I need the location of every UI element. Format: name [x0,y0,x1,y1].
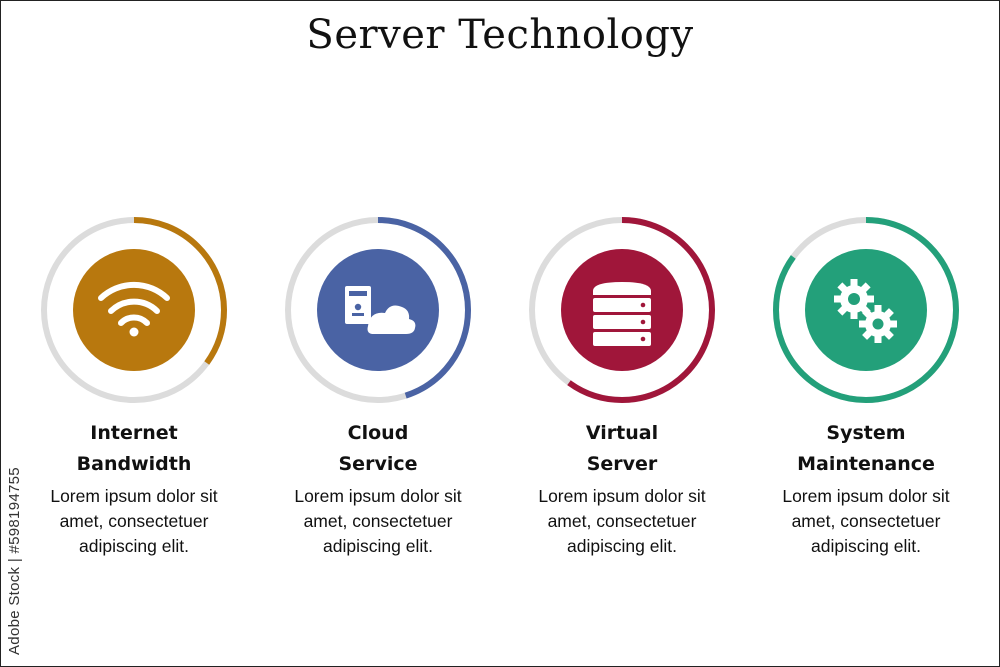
heading-line: Cloud [347,422,409,444]
description-line: adipiscing elit. [79,536,189,556]
item-heading: Cloud Service [258,418,498,480]
ring-progress-arc [41,217,227,403]
item-description: Lorem ipsum dolor sit amet, consectetuer… [746,484,986,559]
gears-icon [834,279,897,343]
progress-ring [770,214,962,406]
ring-progress-arc [285,217,471,403]
icon-disc [317,249,439,371]
description-line: Lorem ipsum dolor sit [538,486,706,506]
description-line: amet, consectetuer [791,511,941,531]
item-description: Lorem ipsum dolor sit amet, consectetuer… [14,484,254,559]
description-line: amet, consectetuer [303,511,453,531]
icon-disc [73,249,195,371]
heading-line: Service [338,453,418,475]
ring-progress-arc [773,217,959,403]
stock-watermark: Adobe Stock | #598194755 [6,467,23,655]
wifi-icon [98,281,170,337]
item-description: Lorem ipsum dolor sit amet, consectetuer… [502,484,742,559]
progress-ring [282,214,474,406]
progress-ring [38,214,230,406]
page-title: Server Technology [306,12,694,58]
heading-line: Internet [90,422,178,444]
description-line: amet, consectetuer [59,511,209,531]
description-line: adipiscing elit. [811,536,921,556]
description-line: adipiscing elit. [567,536,677,556]
heading-line: Bandwidth [76,453,192,475]
description-line: adipiscing elit. [323,536,433,556]
description-line: Lorem ipsum dolor sit [294,486,462,506]
item-heading: System Maintenance [746,418,986,480]
description-line: Lorem ipsum dolor sit [782,486,950,506]
heading-line: Virtual [585,422,659,444]
description-line: Lorem ipsum dolor sit [50,486,218,506]
ring-progress-arc [529,217,715,403]
heading-line: System [826,422,906,444]
item-heading: Internet Bandwidth [14,418,254,480]
description-line: amet, consectetuer [547,511,697,531]
progress-ring [526,214,718,406]
heading-line: Server [586,453,658,475]
server-stack-icon [593,282,651,346]
cloud-server-icon [345,286,416,334]
item-heading: Virtual Server [502,418,742,480]
item-description: Lorem ipsum dolor sit amet, consectetuer… [258,484,498,559]
heading-line: Maintenance [797,453,935,475]
